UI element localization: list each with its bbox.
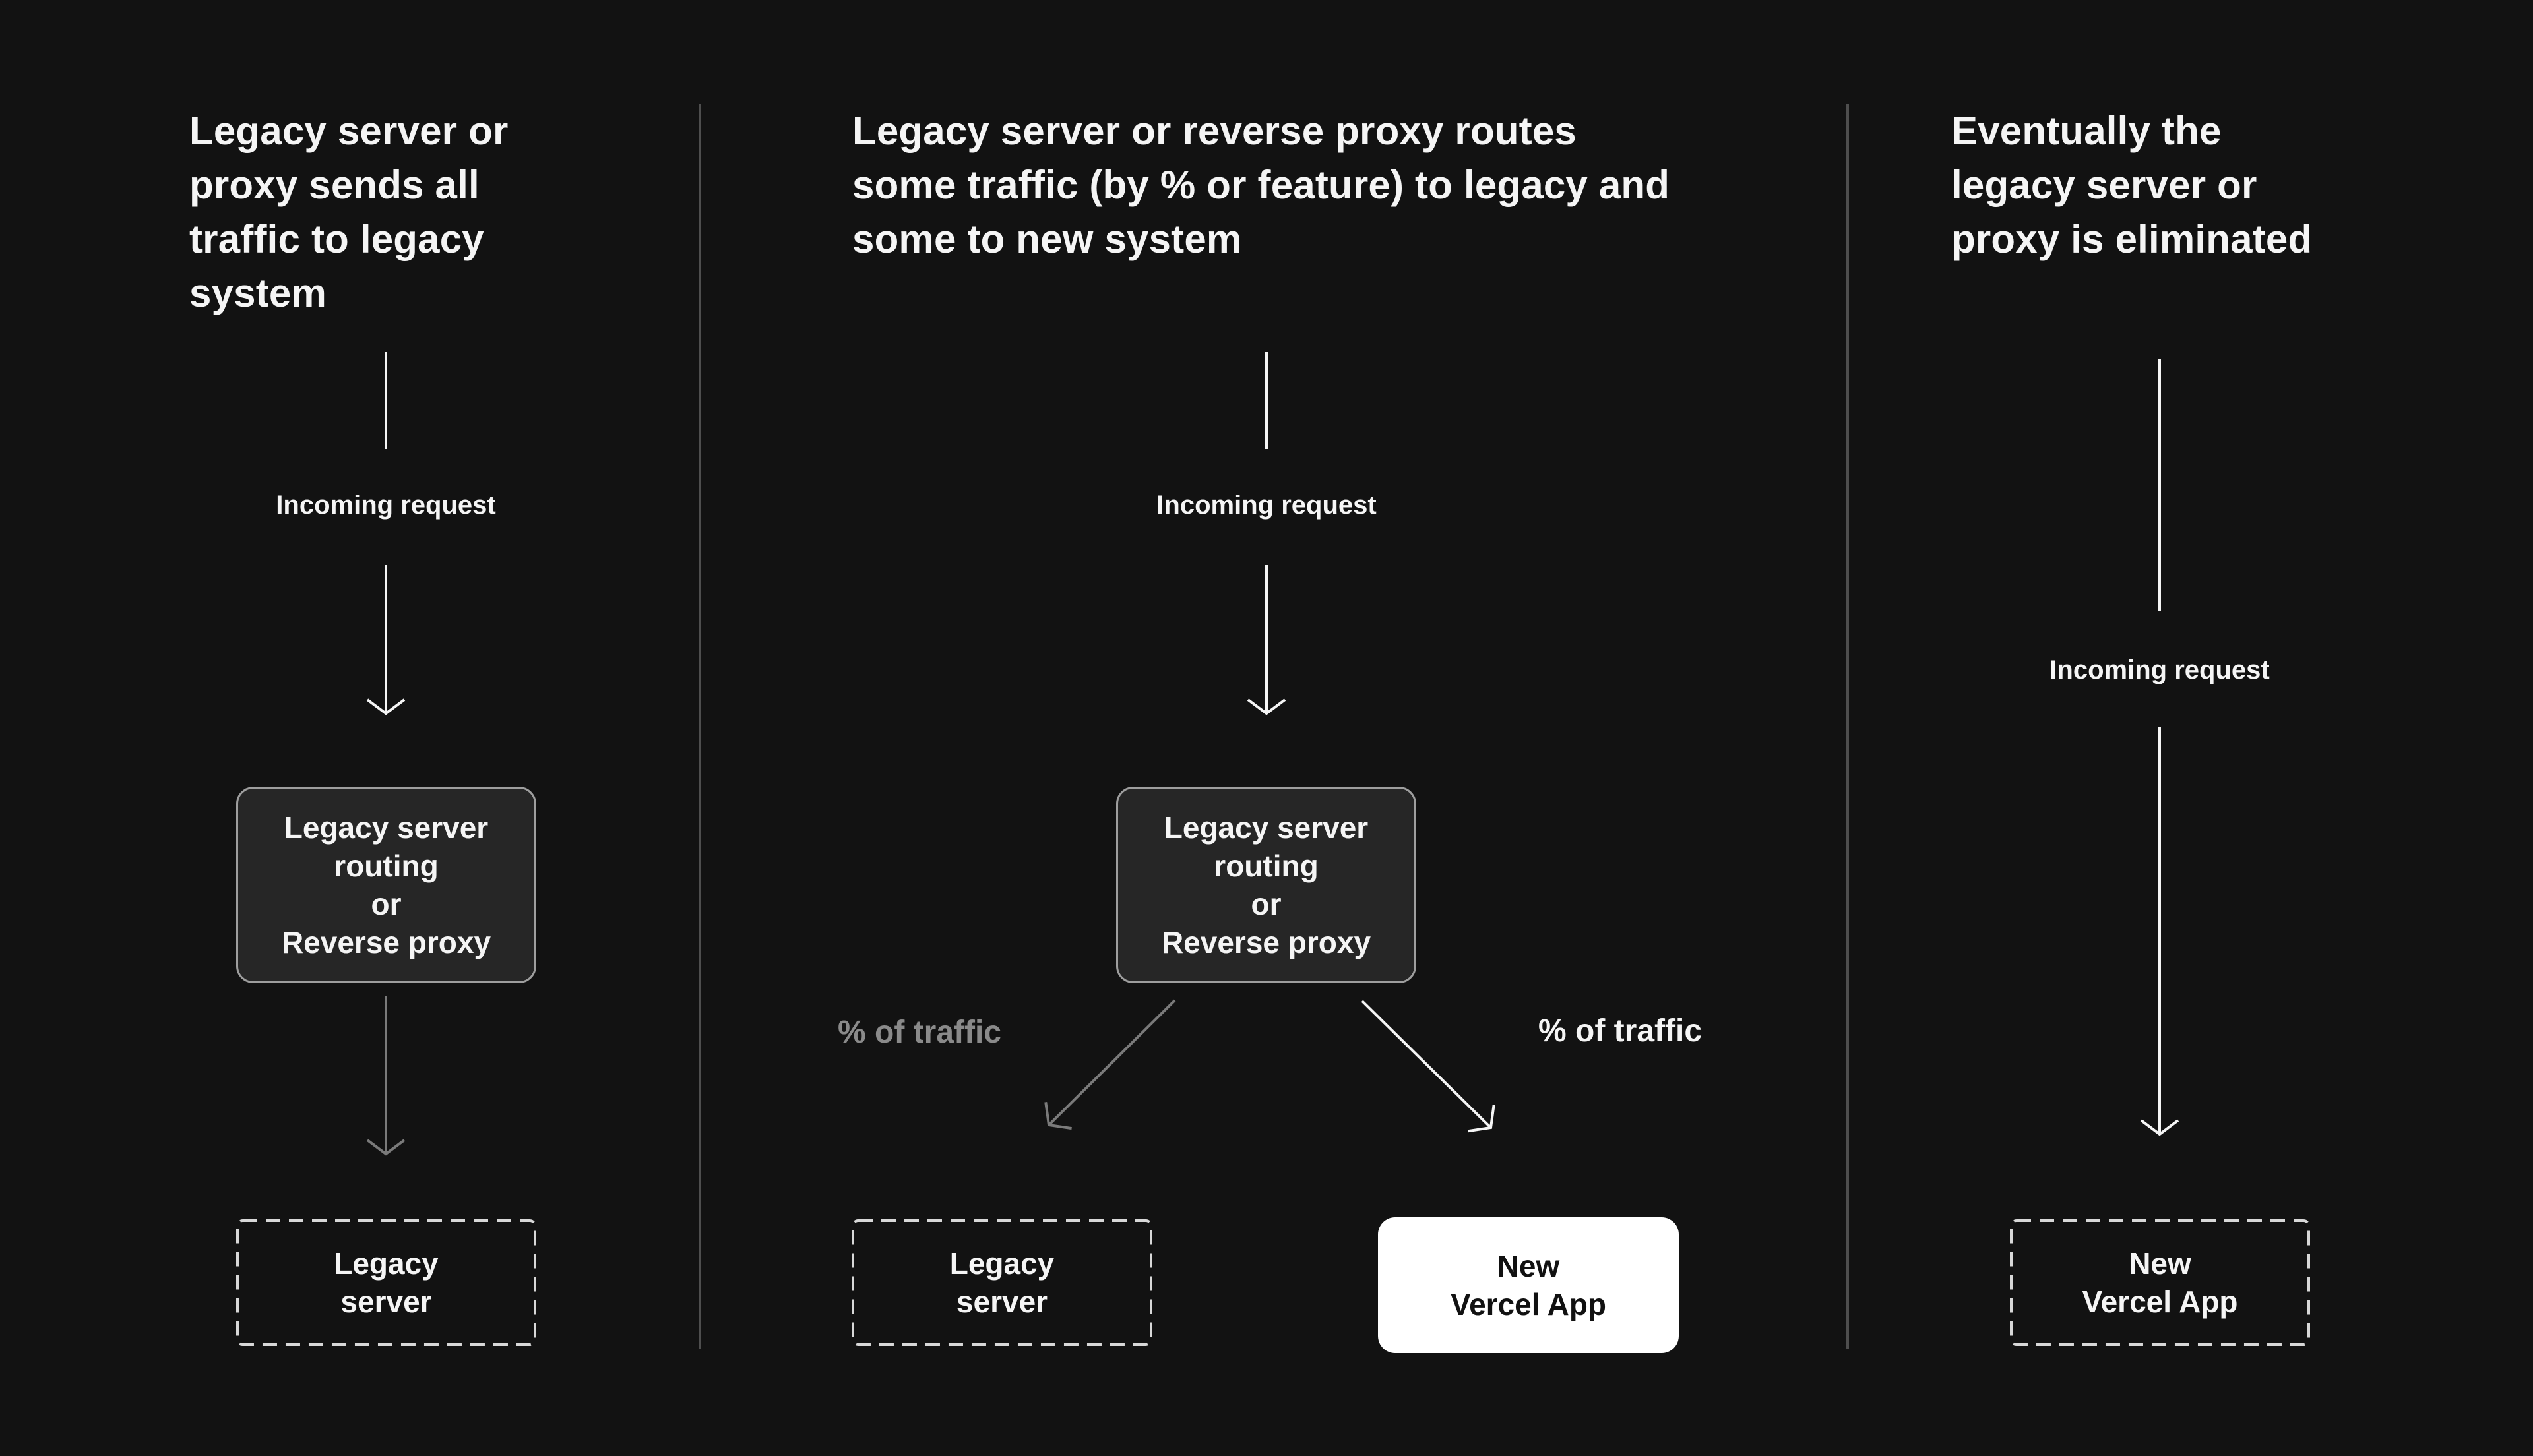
stage1-title: Legacy server or proxy sends all traffic… bbox=[189, 109, 509, 315]
stage1-legacy-routing-box: Legacy server routing or Reverse proxy bbox=[236, 787, 536, 983]
dashed-border bbox=[852, 1219, 1152, 1346]
box-line: server bbox=[340, 1285, 432, 1319]
box-line: routing bbox=[1214, 849, 1319, 883]
box-line: New bbox=[2129, 1246, 2191, 1281]
stage2-router-to-vercel-arrow bbox=[1361, 1000, 1495, 1133]
stage2-traffic-left-label: % of traffic bbox=[837, 1015, 1002, 1050]
stage3-new-vercel-app-box: New Vercel App bbox=[2010, 1219, 2310, 1346]
box-line: New bbox=[1497, 1249, 1560, 1283]
box-line: routing bbox=[334, 849, 439, 883]
dashed-border bbox=[236, 1219, 536, 1346]
box-line: or bbox=[1251, 887, 1282, 921]
box-line: Reverse proxy bbox=[1161, 925, 1371, 959]
stage2-legacy-routing-box: Legacy server routing or Reverse proxy bbox=[1116, 787, 1416, 983]
box-line: Legacy server bbox=[1164, 810, 1369, 845]
box-line: Legacy bbox=[949, 1246, 1055, 1281]
box-line: Legacy bbox=[334, 1246, 439, 1281]
stage2-legacy-server-box: Legacy server bbox=[852, 1219, 1152, 1346]
stage3-incoming-request-label: Incoming request bbox=[2049, 655, 2270, 684]
stage1-incoming-request-label: Incoming request bbox=[276, 491, 496, 520]
box-line: Legacy server bbox=[284, 810, 489, 845]
dashed-border bbox=[2010, 1219, 2310, 1346]
box-line: server bbox=[956, 1285, 1048, 1319]
stage2-router-to-legacy-arrow bbox=[1044, 999, 1176, 1130]
stage2-new-vercel-app-box: New Vercel App bbox=[1378, 1217, 1679, 1353]
stage2-title: Legacy server or reverse proxy routes so… bbox=[852, 109, 1670, 261]
box-line: Vercel App bbox=[1450, 1287, 1607, 1321]
stage3-title: Eventually the legacy server or proxy is… bbox=[1951, 109, 2313, 261]
stage2-traffic-right-label: % of traffic bbox=[1538, 1014, 1703, 1048]
stage2-incoming-request-label: Incoming request bbox=[1156, 491, 1377, 520]
box-line: Reverse proxy bbox=[281, 925, 491, 959]
stage1-legacy-server-box: Legacy server bbox=[236, 1219, 536, 1346]
box-line: or bbox=[371, 887, 402, 921]
box-line: Vercel App bbox=[2082, 1285, 2238, 1319]
